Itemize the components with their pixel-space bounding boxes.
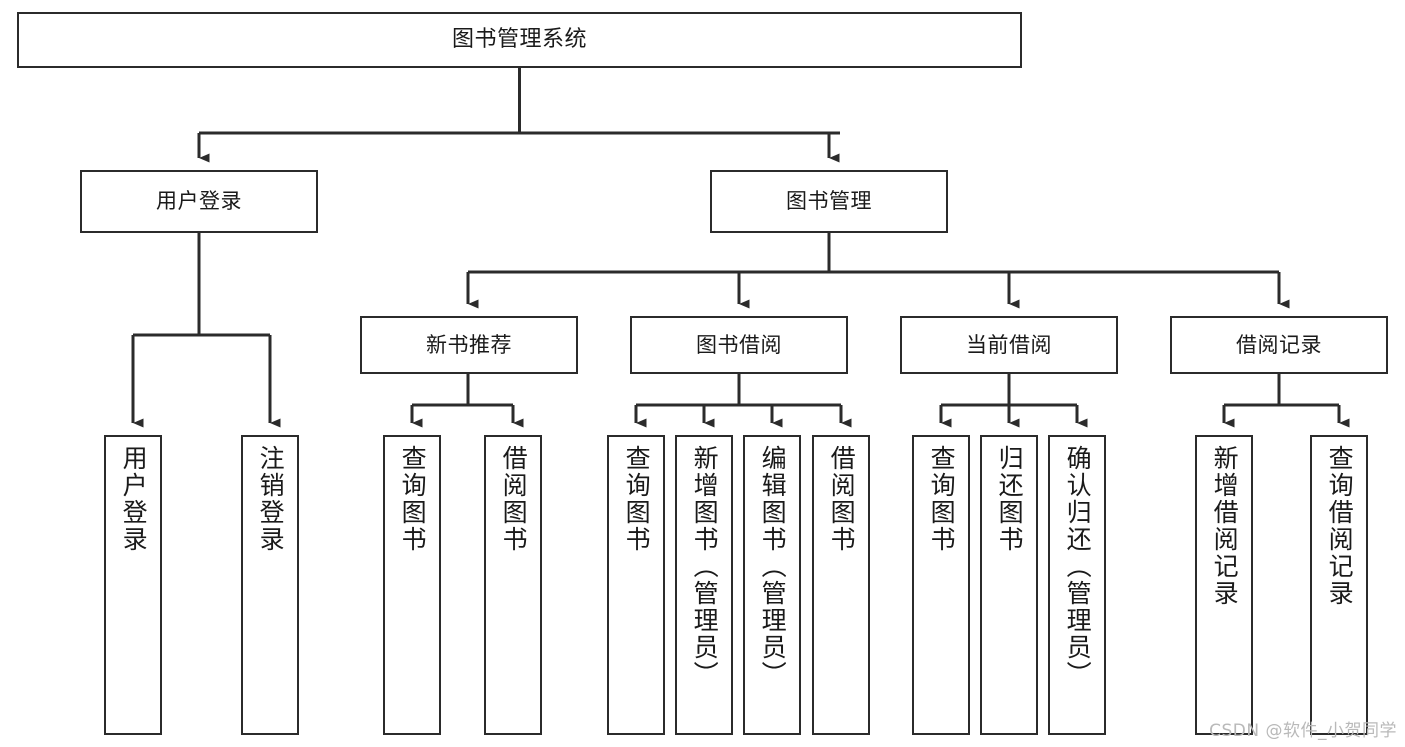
node-label: 归还图书: [995, 445, 1025, 553]
node-new-book-recommend[interactable]: 新书推荐: [360, 316, 578, 374]
node-label: 借阅记录: [1236, 332, 1322, 357]
node-label: 新增图书（管理员）: [690, 445, 720, 688]
node-label: 确认归还（管理员）: [1063, 445, 1093, 688]
node-label: 用户登录: [119, 445, 149, 553]
node-label: 注销登录: [256, 445, 286, 553]
leaf-borrow-borrow-book[interactable]: 借阅图书: [812, 435, 870, 735]
node-book-borrow[interactable]: 图书借阅: [630, 316, 848, 374]
leaf-borrow-edit-book[interactable]: 编辑图书（管理员）: [743, 435, 801, 735]
leaf-user-login[interactable]: 用户登录: [104, 435, 162, 735]
node-label: 图书管理: [786, 189, 872, 214]
node-current-borrow[interactable]: 当前借阅: [900, 316, 1118, 374]
leaf-logout[interactable]: 注销登录: [241, 435, 299, 735]
node-label: 当前借阅: [966, 332, 1052, 357]
node-user-login[interactable]: 用户登录: [80, 170, 318, 233]
node-label: 借阅图书: [499, 445, 529, 553]
node-label: 图书管理系统: [451, 27, 587, 53]
node-borrow-record[interactable]: 借阅记录: [1170, 316, 1388, 374]
leaf-borrow-query-book[interactable]: 查询图书: [607, 435, 665, 735]
node-label: 查询图书: [622, 445, 652, 553]
node-label: 查询图书: [398, 445, 428, 553]
node-label: 借阅图书: [827, 445, 857, 553]
leaf-current-return-book[interactable]: 归还图书: [980, 435, 1038, 735]
node-label: 图书借阅: [696, 332, 782, 357]
leaf-borrow-add-book[interactable]: 新增图书（管理员）: [675, 435, 733, 735]
leaf-record-query[interactable]: 查询借阅记录: [1310, 435, 1368, 735]
node-label: 新书推荐: [426, 332, 512, 357]
leaf-recommend-borrow-book[interactable]: 借阅图书: [484, 435, 542, 735]
node-label: 新增借阅记录: [1210, 445, 1240, 607]
leaf-record-add[interactable]: 新增借阅记录: [1195, 435, 1253, 735]
leaf-current-query-book[interactable]: 查询图书: [912, 435, 970, 735]
watermark-text: CSDN @软件_小贺同学: [1209, 721, 1397, 741]
node-label: 查询图书: [927, 445, 957, 553]
node-root-system[interactable]: 图书管理系统: [17, 12, 1022, 68]
node-label: 用户登录: [156, 189, 242, 214]
leaf-current-confirm-return[interactable]: 确认归还（管理员）: [1048, 435, 1106, 735]
node-book-management[interactable]: 图书管理: [710, 170, 948, 233]
leaf-recommend-query-book[interactable]: 查询图书: [383, 435, 441, 735]
node-label: 查询借阅记录: [1325, 445, 1355, 607]
node-label: 编辑图书（管理员）: [758, 445, 788, 688]
